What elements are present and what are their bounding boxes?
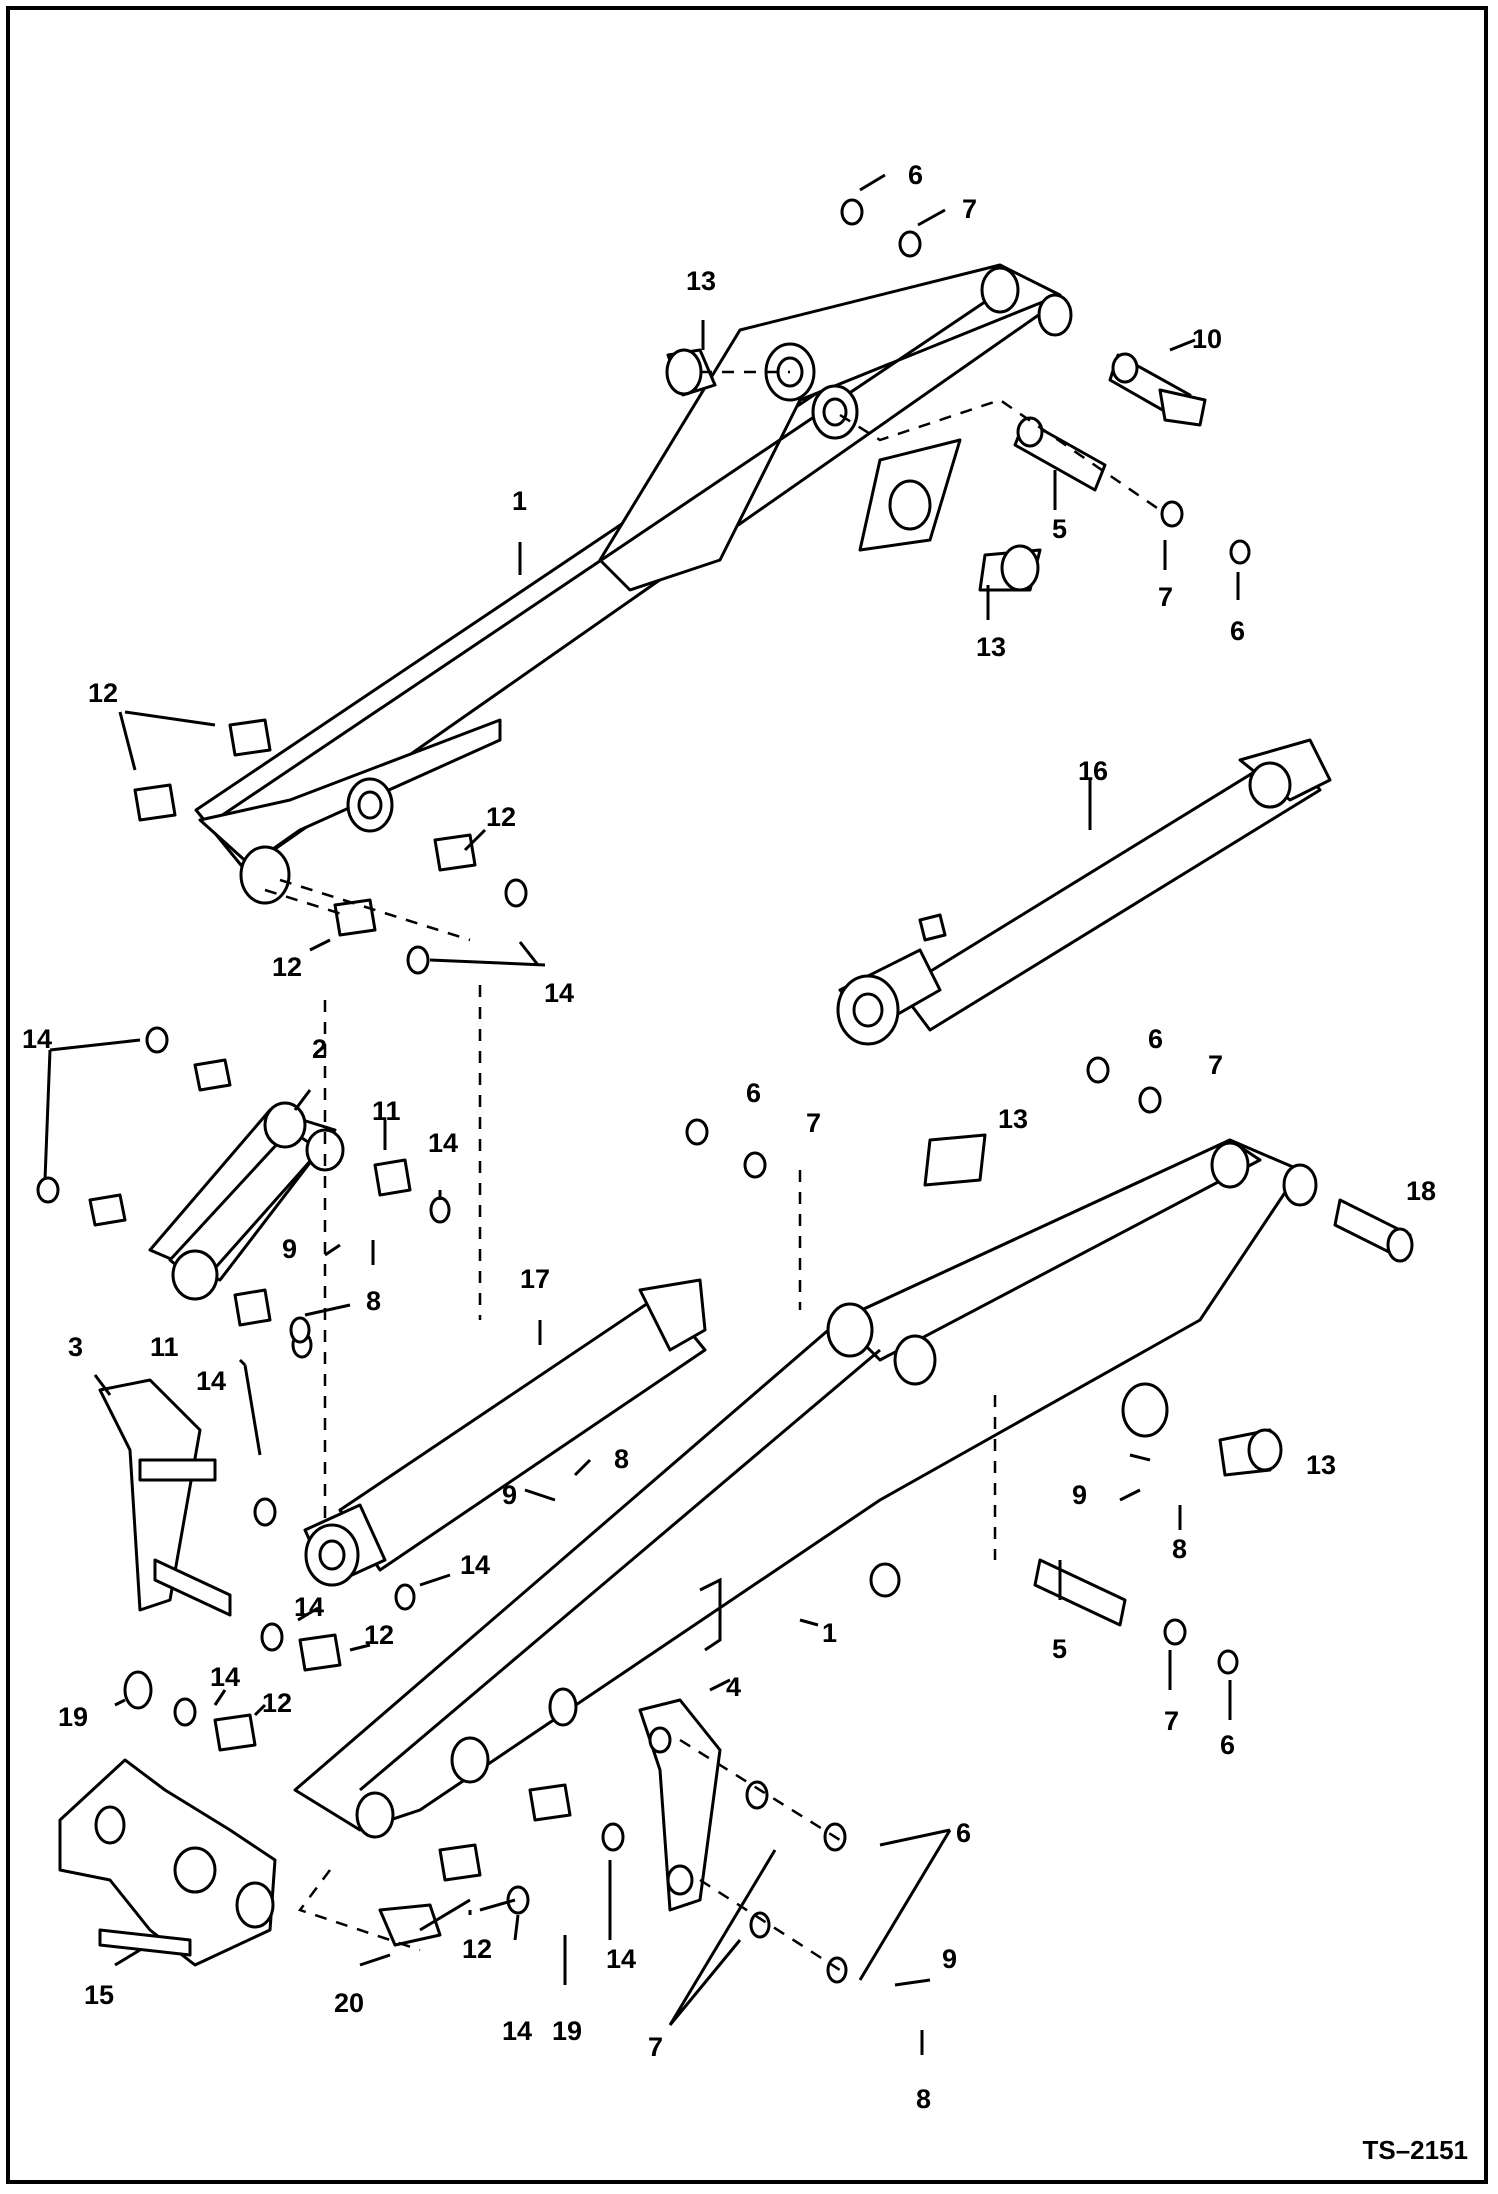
callout-7: 7 <box>1208 1050 1224 1080</box>
callout-6: 6 <box>1220 1730 1236 1760</box>
callout-8: 8 <box>366 1286 382 1316</box>
callout-7: 7 <box>962 194 978 224</box>
callout-4: 4 <box>726 1672 742 1702</box>
callout-12: 12 <box>88 678 119 708</box>
callout-17: 17 <box>520 1264 551 1294</box>
callout-15: 15 <box>84 1980 115 2010</box>
callout-18: 18 <box>1406 1176 1437 1206</box>
bucket-coupler <box>58 1758 277 1967</box>
side-link <box>98 1378 232 1617</box>
callout-14: 14 <box>502 2016 533 2046</box>
callout-7: 7 <box>1158 582 1174 612</box>
callout-5: 5 <box>1052 1634 1068 1664</box>
callout-9: 9 <box>1072 1480 1088 1510</box>
callout-12: 12 <box>272 952 303 982</box>
callout-14: 14 <box>428 1128 459 1158</box>
callout-12: 12 <box>364 1620 395 1650</box>
callout-7: 7 <box>648 2032 664 2062</box>
callout-12: 12 <box>486 802 517 832</box>
callout-12: 12 <box>462 1934 493 1964</box>
callout-14: 14 <box>606 1944 637 1974</box>
callout-14: 14 <box>544 978 575 1008</box>
callout-5: 5 <box>1052 514 1068 544</box>
callout-12: 12 <box>262 1688 293 1718</box>
lower-bushings-rings <box>123 985 625 1952</box>
callout-11: 11 <box>372 1096 401 1126</box>
callout-9: 9 <box>942 1944 958 1974</box>
callout-13: 13 <box>1306 1450 1337 1480</box>
upper-boom-pins-bushings <box>133 198 1251 975</box>
boom-cylinder <box>836 738 1332 1046</box>
upper-boom-arm <box>194 263 1073 905</box>
callout-8: 8 <box>916 2084 932 2114</box>
callout-10: 10 <box>1192 324 1223 354</box>
lower-arm <box>293 1138 1318 1839</box>
arm-cylinder <box>303 1278 707 1587</box>
callout-14: 14 <box>294 1592 325 1622</box>
link-assembly <box>36 1026 451 1359</box>
drawing-number: TS–2151 <box>1362 2135 1468 2165</box>
callout-3: 3 <box>68 1332 84 1362</box>
callout-2: 2 <box>312 1034 328 1064</box>
callout-14: 14 <box>22 1024 53 1054</box>
callout-leaders <box>43 173 1240 2055</box>
callout-6: 6 <box>1148 1024 1164 1054</box>
callout-6: 6 <box>956 1818 972 1848</box>
callout-16: 16 <box>1078 756 1109 786</box>
callout-9: 9 <box>282 1234 298 1264</box>
callout-14: 14 <box>196 1366 227 1396</box>
callout-7: 7 <box>806 1108 822 1138</box>
callout-14: 14 <box>210 1662 241 1692</box>
callout-6: 6 <box>908 160 924 190</box>
callout-14: 14 <box>460 1550 491 1580</box>
callout-19: 19 <box>58 1702 89 1732</box>
callout-6: 6 <box>1230 616 1246 646</box>
callout-8: 8 <box>1172 1534 1188 1564</box>
callout-7: 7 <box>1164 1706 1180 1736</box>
link-plate <box>638 1698 848 1984</box>
callout-9: 9 <box>502 1480 518 1510</box>
callout-13: 13 <box>686 266 717 296</box>
callout-19: 19 <box>552 2016 583 2046</box>
callout-6: 6 <box>746 1078 762 1108</box>
callout-11: 11 <box>150 1332 179 1362</box>
callout-13: 13 <box>998 1104 1029 1134</box>
callout-8: 8 <box>614 1444 630 1474</box>
callout-1: 1 <box>822 1618 838 1648</box>
callout-20: 20 <box>334 1988 365 2018</box>
callout-13: 13 <box>976 632 1007 662</box>
lower-arm-pins-bushings <box>685 1056 1414 1675</box>
callout-1: 1 <box>512 486 528 516</box>
